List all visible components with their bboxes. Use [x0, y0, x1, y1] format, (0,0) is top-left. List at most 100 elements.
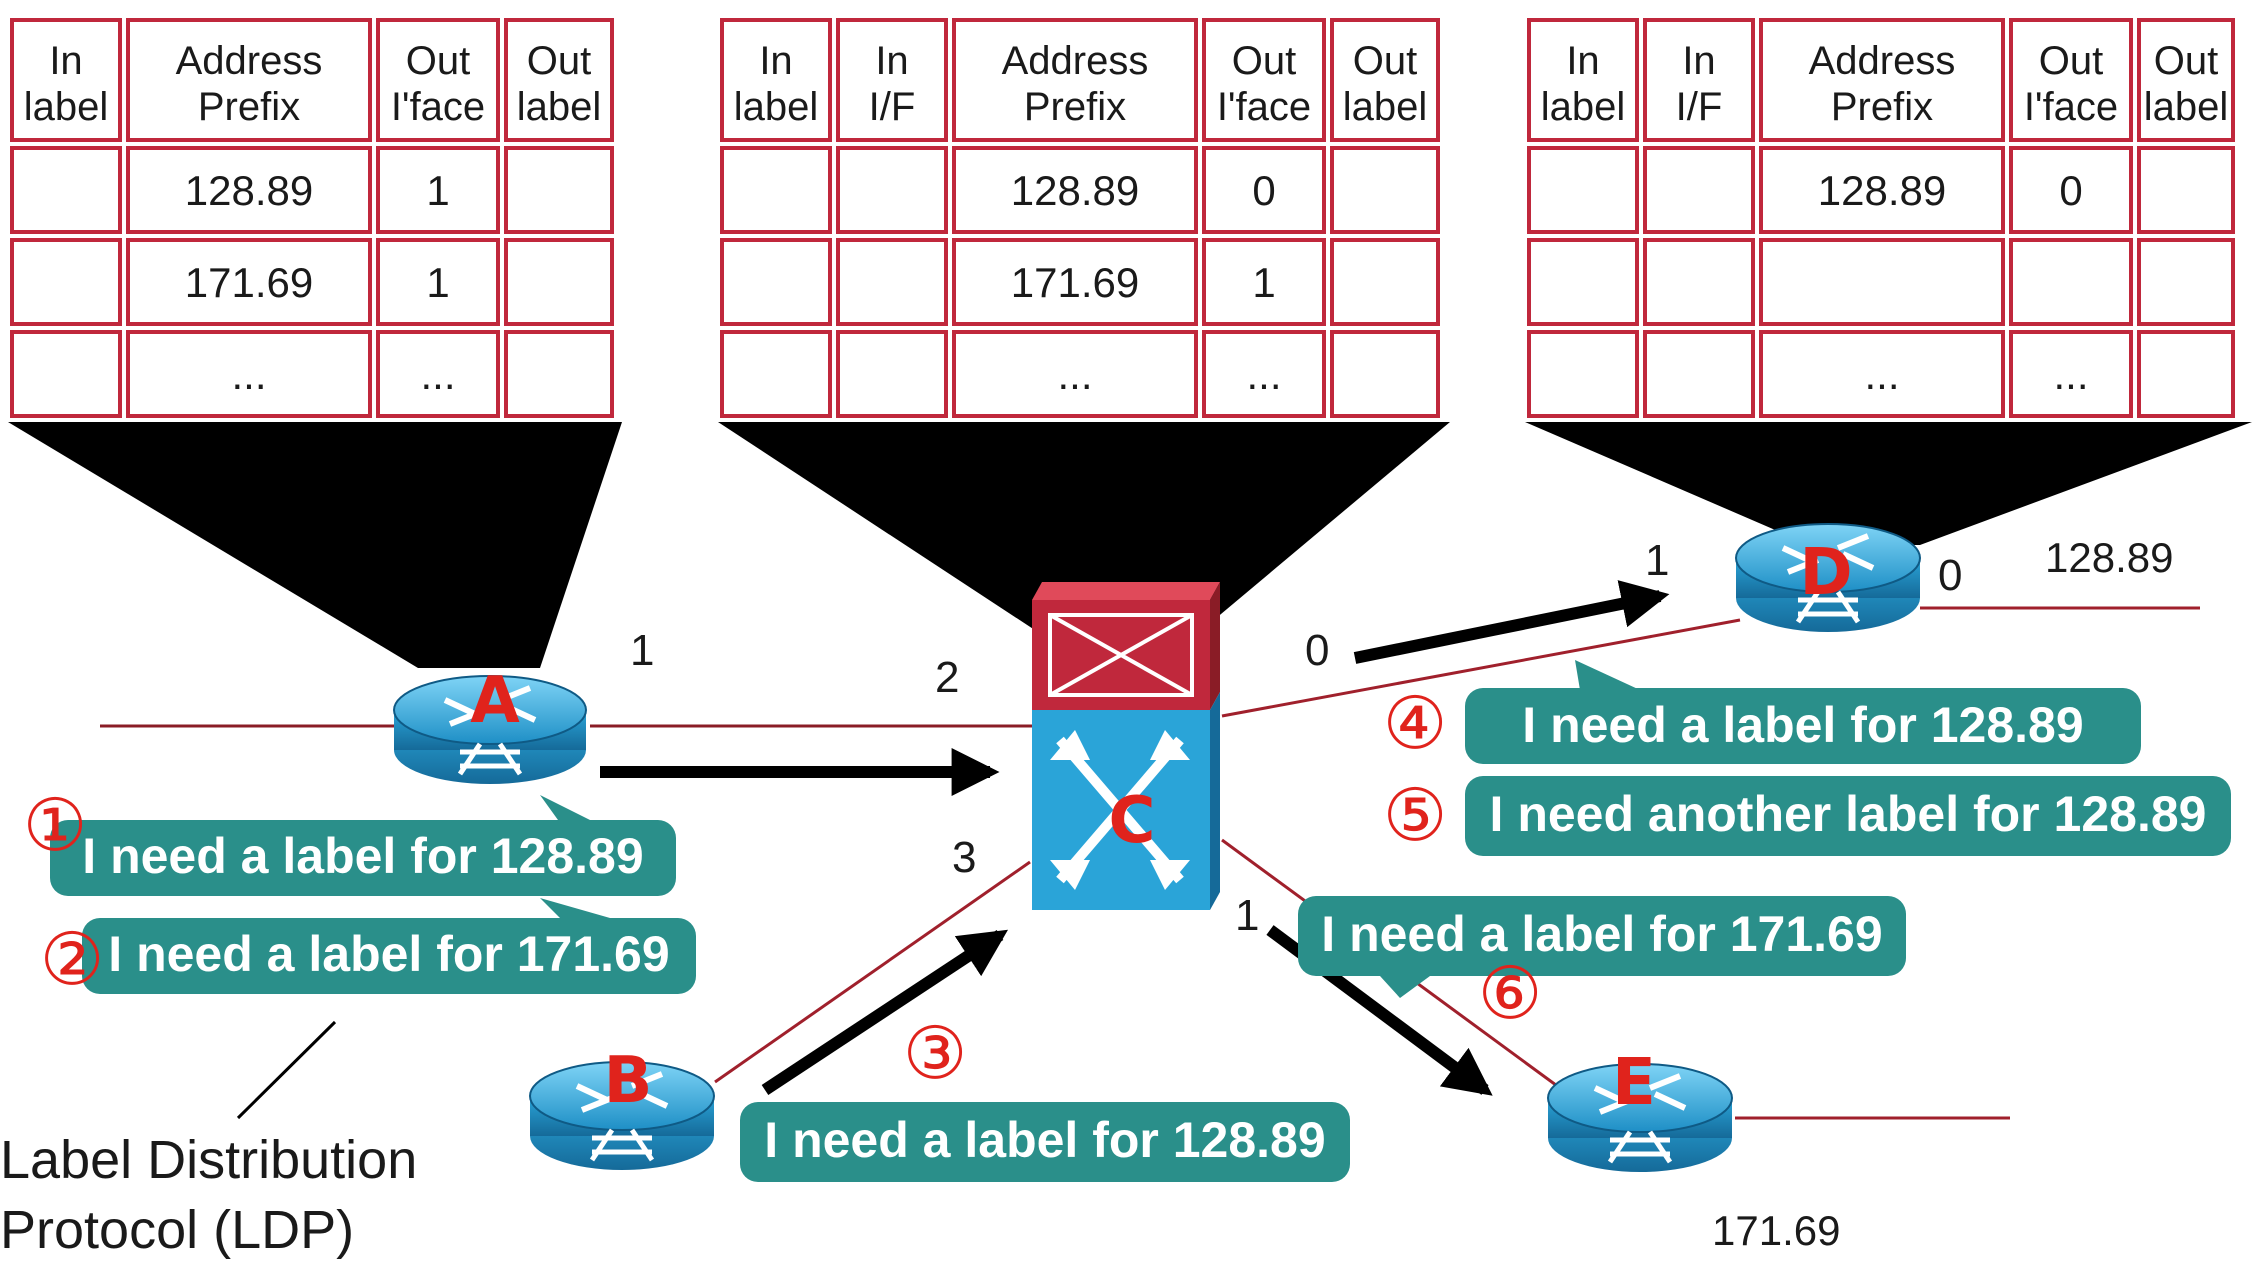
table-cell — [836, 238, 948, 326]
iface-c-2: 2 — [935, 653, 959, 702]
iface-c-0: 0 — [1305, 626, 1329, 675]
node-label-e: E — [1612, 1046, 1656, 1120]
table-cell-text: 128.89 — [1011, 167, 1139, 214]
table-cell — [10, 330, 122, 418]
table-cell — [720, 238, 832, 326]
arrows — [600, 580, 1670, 1096]
table-header-cell — [836, 18, 948, 142]
router-b — [529, 1061, 715, 1170]
table-background — [8, 16, 616, 420]
funnel-d — [1525, 422, 2252, 545]
table-cell — [952, 146, 1198, 234]
node-label-b: B — [604, 1044, 653, 1118]
table-cell — [1527, 146, 1639, 234]
table-cell-text: 171.69 — [185, 259, 313, 306]
switch-c — [1032, 582, 1220, 910]
router-d — [1735, 523, 1921, 632]
arrow-c-to-d — [1353, 580, 1670, 664]
node-label-a: A — [470, 664, 520, 738]
step-4-icon: ④ — [1383, 681, 1448, 765]
ldp-caption-line-2: Protocol (LDP) — [0, 1200, 354, 1260]
message-6: I need a label for 171.69 — [1298, 896, 1906, 998]
table-cell — [1330, 146, 1440, 234]
table-cell — [10, 238, 122, 326]
table-cell — [952, 330, 1198, 418]
table-header-text: In — [1566, 39, 1599, 83]
table-cell-text: ... — [231, 351, 266, 398]
table-header-text: label — [1541, 85, 1626, 129]
step-3-icon: ③ — [903, 1011, 968, 1095]
table-header-text: In — [1682, 39, 1715, 83]
step-2-icon: ② — [40, 917, 105, 1001]
funnel-a — [8, 422, 622, 668]
iface-a-1: 1 — [630, 626, 654, 675]
table-header-text: Out — [2154, 39, 2218, 83]
message-1: I need a label for 128.89 — [50, 795, 676, 896]
table-cell — [1202, 238, 1326, 326]
table-header-text: I/F — [1676, 85, 1723, 129]
message-5-text: I need another label for 128.89 — [1490, 786, 2207, 842]
node-letters: A B C D E — [470, 536, 1852, 1120]
table-header-text: Address — [1002, 39, 1149, 83]
table-header-text: I'face — [1217, 85, 1311, 129]
table-header-text: label — [517, 85, 602, 129]
table-cell — [126, 330, 372, 418]
message-bubbles: I need a label for 128.89 I need a label… — [50, 660, 2231, 1182]
table-cell-text: ... — [420, 351, 455, 398]
iface-c-3: 3 — [952, 833, 976, 882]
table-cell-text: ... — [2053, 351, 2088, 398]
table-cell — [504, 146, 614, 234]
router-a — [393, 675, 587, 784]
table-cell — [2137, 238, 2235, 326]
table-cell — [720, 330, 832, 418]
node-label-d: D — [1799, 536, 1852, 610]
ldp-caption-line-1: Label Distribution — [0, 1130, 417, 1190]
message-6-text: I need a label for 171.69 — [1321, 906, 1882, 962]
table-header-text: I'face — [2024, 85, 2118, 129]
table-cell — [1759, 330, 2005, 418]
table-header-cell — [10, 18, 122, 142]
table-header-cell — [1330, 18, 1440, 142]
iface-c-1: 1 — [1235, 891, 1259, 940]
step-6-icon: ⑥ — [1478, 951, 1543, 1035]
table-header-cell — [2009, 18, 2133, 142]
table-cell — [1202, 330, 1326, 418]
table-cell — [836, 146, 948, 234]
table-cell-text: 171.69 — [1011, 259, 1139, 306]
table-header-cell — [1202, 18, 1326, 142]
table-header-text: Address — [176, 39, 323, 83]
table-cell — [1527, 238, 1639, 326]
table-header-cell — [376, 18, 500, 142]
table-cell — [504, 330, 614, 418]
table-header-text: label — [2144, 85, 2229, 129]
table-cell — [720, 146, 832, 234]
table-header-cell — [720, 18, 832, 142]
table-cell — [10, 146, 122, 234]
table-cell — [376, 146, 500, 234]
message-2-text: I need a label for 171.69 — [108, 926, 669, 982]
table-header-text: I'face — [391, 85, 485, 129]
table-header-text: Address — [1809, 39, 1956, 83]
table-header-text: Prefix — [1024, 85, 1126, 129]
message-5: I need another label for 128.89 — [1465, 776, 2231, 856]
router-e — [1547, 1063, 1733, 1172]
table-cell — [1643, 330, 1755, 418]
table-header-cell — [1759, 18, 2005, 142]
table-c: InlabelInI/FAddressPrefix128.89171.69...… — [718, 16, 1442, 420]
link-c-d — [1221, 618, 1741, 718]
table-header-text: In — [875, 39, 908, 83]
table-cell — [836, 330, 948, 418]
table-cell-text: 1 — [426, 259, 449, 306]
table-header-text: label — [24, 85, 109, 129]
prefix-e: 171.69 — [1712, 1207, 1840, 1254]
table-header-text: Prefix — [198, 85, 300, 129]
table-cell-text: 1 — [1252, 259, 1275, 306]
message-3-text: I need a label for 128.89 — [764, 1112, 1325, 1168]
table-cell — [2009, 146, 2133, 234]
table-cell — [126, 146, 372, 234]
step-5-icon: ⑤ — [1383, 773, 1448, 857]
table-cell-text: ... — [1246, 351, 1281, 398]
table-cell-text: 1 — [426, 167, 449, 214]
table-cell — [2009, 238, 2133, 326]
